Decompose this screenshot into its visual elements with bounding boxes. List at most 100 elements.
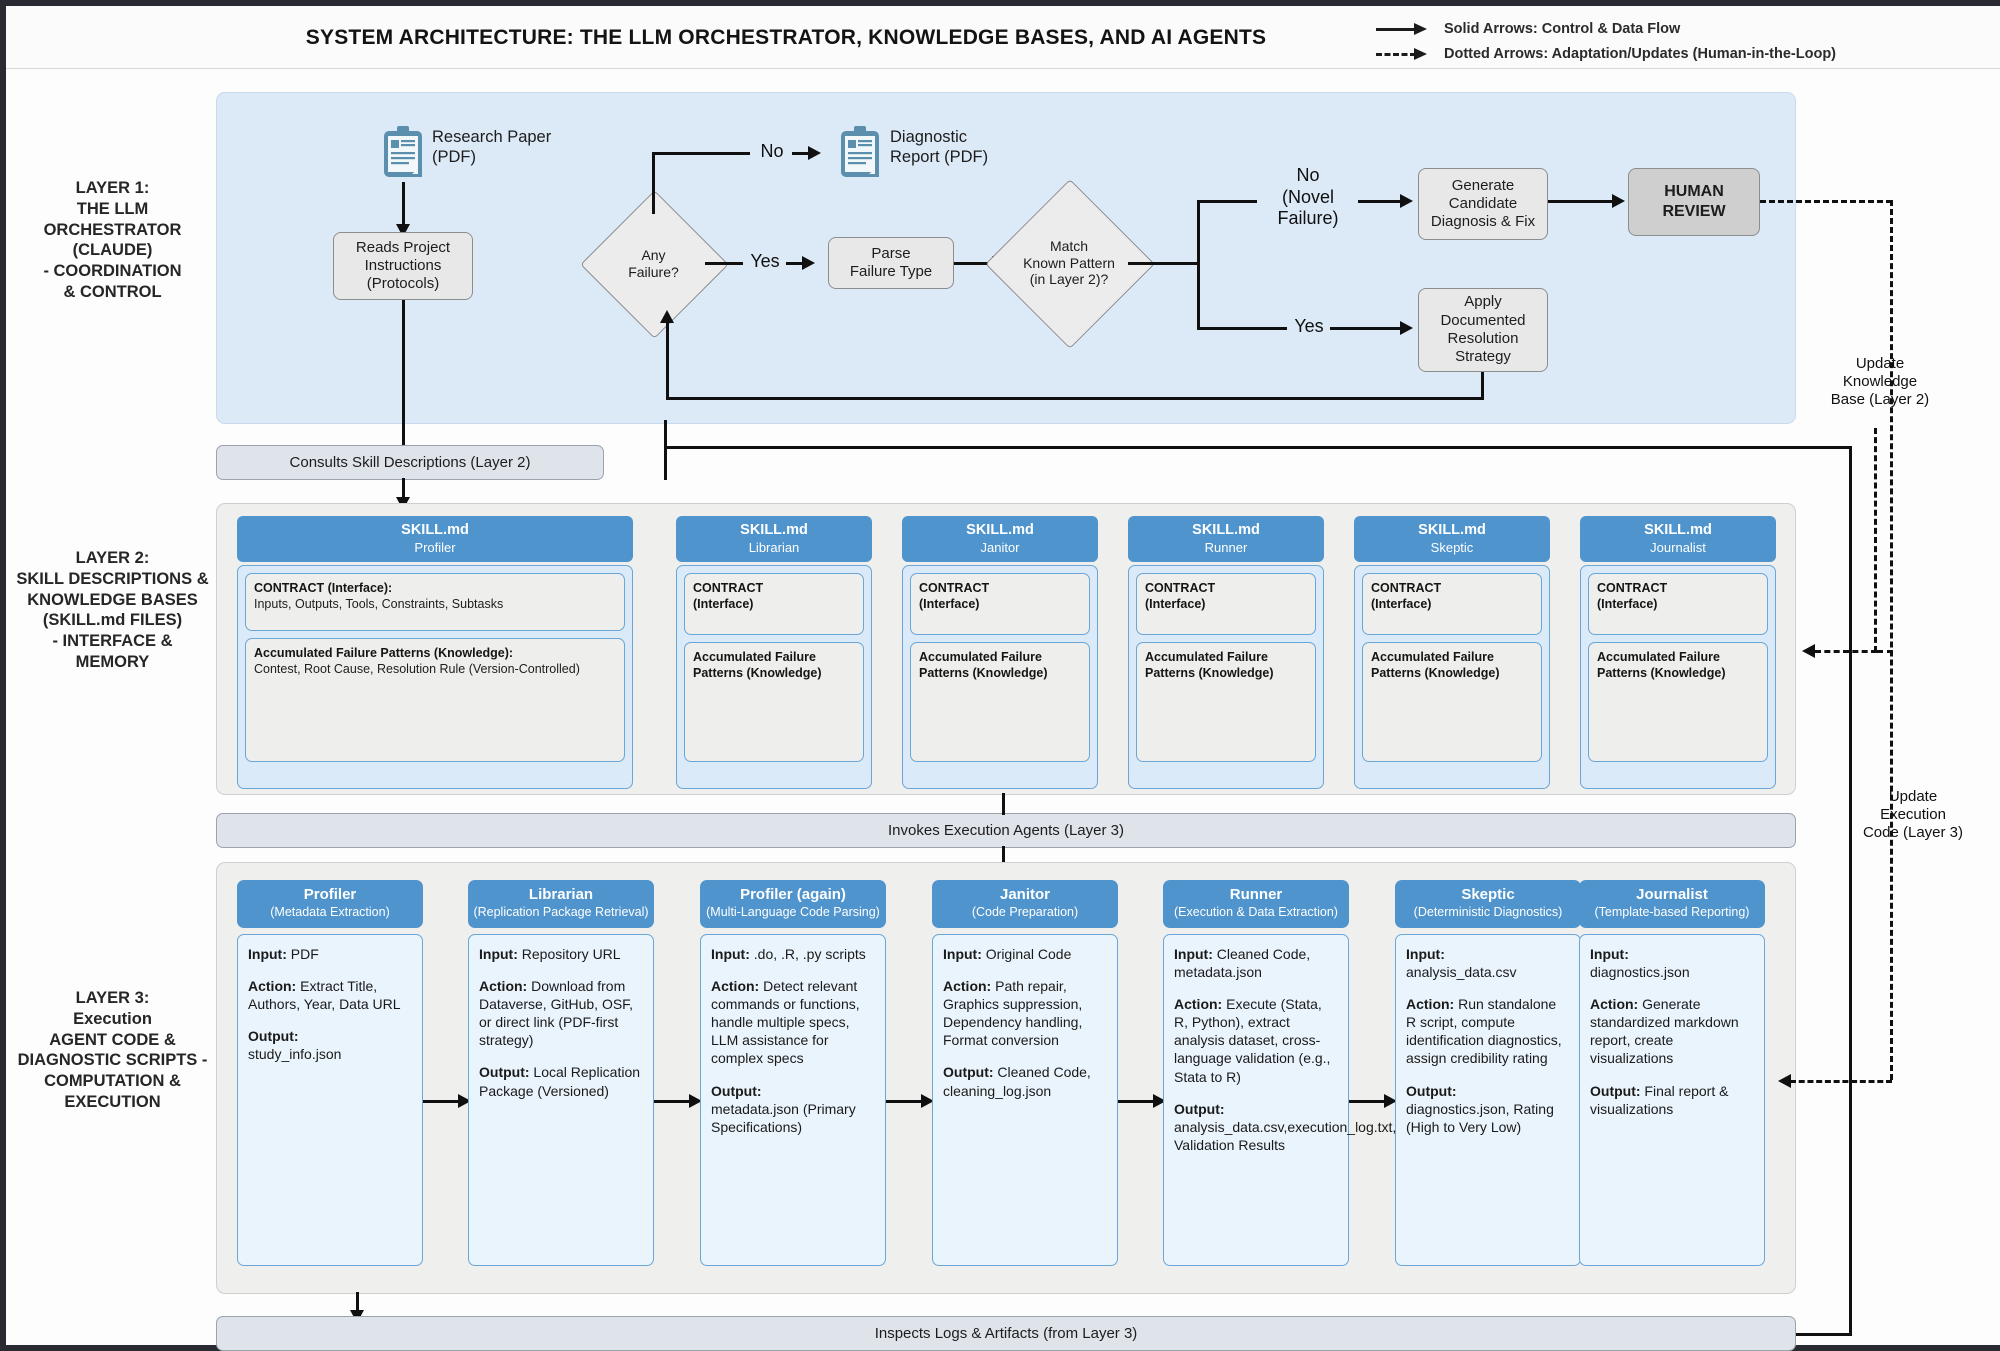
edge-a5-a6 (1349, 1100, 1387, 1103)
edge-a3-a4 (886, 1100, 924, 1103)
page-title: SYSTEM ARCHITECTURE: THE LLM ORCHESTRATO… (305, 26, 1267, 49)
edge-paper-to-reads (402, 182, 405, 227)
agent-output: Output: Local Replication Package (Versi… (479, 1064, 641, 1099)
invokes-execution-agents-bar[interactable]: Invokes Execution Agents (Layer 3) (216, 813, 1796, 848)
layer-2-label: LAYER 2:SKILL DESCRIPTIONS &KNOWLEDGE BA… (16, 549, 209, 671)
solid-arrow-icon (1376, 22, 1430, 35)
edge-label-yes: Yes (750, 251, 780, 271)
skill-contract-title: CONTRACT(Interface) (1371, 581, 1442, 611)
edge-yes2-head (1400, 321, 1413, 335)
edge-yes-head (802, 256, 815, 270)
agent-name: Librarian (528, 886, 594, 903)
edge-no-horizontal (652, 152, 750, 155)
agent-output: Output: study_info.json (248, 1028, 342, 1063)
layer-1-label: LAYER 1:THE LLM ORCHESTRATOR(CLAUDE)- CO… (43, 179, 182, 301)
edge-a2-a3 (654, 1100, 692, 1103)
edge-inspect-return-horizontal (664, 446, 1852, 449)
skill-card-journalist[interactable]: SKILL.md Journalist CONTRACT(Interface) … (1580, 516, 1776, 790)
skill-contract-title: CONTRACT(Interface) (1145, 581, 1216, 611)
skill-card-runner[interactable]: SKILL.md Runner CONTRACT(Interface) Accu… (1128, 516, 1324, 790)
agent-input: Input: Cleaned Code, metadata.json (1174, 946, 1311, 981)
edge-a2-a3-head (689, 1094, 702, 1108)
skill-knowledge-title: Accumulated Failure Patterns (Knowledge)… (254, 646, 514, 661)
agent-action: Action: Detect relevant commands or func… (711, 978, 860, 1067)
edge-inspect-return-up (664, 420, 667, 480)
agent-output: Output: Cleaned Code, cleaning_log.json (943, 1064, 1091, 1099)
loop-apply-down (1481, 372, 1484, 400)
edge-novel-head (1400, 194, 1413, 208)
skill-file-label: SKILL.md (1192, 522, 1260, 538)
agent-input: Input: .do, .R, .py scripts (711, 946, 866, 963)
agent-input: Input: PDF (248, 946, 319, 963)
skill-contract-section: CONTRACT(Interface) (1362, 573, 1542, 636)
agent-card-journalist[interactable]: Journalist (Template-based Reporting) In… (1579, 880, 1765, 1267)
agent-card-runner[interactable]: Runner (Execution & Data Extraction) Inp… (1163, 880, 1396, 1267)
skill-file-label: SKILL.md (401, 522, 469, 538)
skill-card-skeptic[interactable]: SKILL.md Skeptic CONTRACT(Interface) Acc… (1354, 516, 1550, 790)
skill-contract-section: CONTRACT(Interface) (1136, 573, 1316, 636)
agent-card-body: Input: Original Code Action: Path repair… (932, 934, 1118, 1267)
agent-card-profiler-again[interactable]: Profiler (again) (Multi-Language Code Pa… (700, 880, 886, 1267)
agent-output: Output: metadata.json (Primary Specifica… (711, 1082, 856, 1135)
edge-generate-to-human-head (1612, 194, 1625, 208)
agent-card-header: Janitor (Code Preparation) (932, 880, 1118, 929)
edge-inspect-return-vertical (1849, 446, 1852, 1336)
skill-card-header: SKILL.md Journalist (1580, 516, 1776, 563)
legend-label-dotted: Dotted Arrows: Adaptation/Updates (Human… (1444, 45, 1837, 62)
skill-card-name: Janitor (980, 539, 1020, 555)
consults-skill-descriptions-bar[interactable]: Consults Skill Descriptions (Layer 2) (216, 445, 604, 480)
agent-card-header: Profiler (Metadata Extraction) (237, 880, 423, 929)
inspects-logs-artifacts-bar[interactable]: Inspects Logs & Artifacts (from Layer 3) (216, 1316, 1796, 1351)
agent-card-body: Input: Cleaned Code, metadata.json Actio… (1163, 934, 1396, 1267)
edge-yes2-horizontal2 (1330, 327, 1402, 330)
dotted-update-kb-join (1877, 650, 1893, 653)
skill-card-header: SKILL.md Librarian (676, 516, 872, 563)
agent-card-janitor[interactable]: Janitor (Code Preparation) Input: Origin… (932, 880, 1118, 1267)
skill-file-label: SKILL.md (740, 522, 808, 538)
skill-contract-section: CONTRACT (Interface): Inputs, Outputs, T… (245, 573, 625, 632)
edge-invokes-down (1002, 846, 1005, 868)
dotted-arrow-icon (1376, 47, 1430, 60)
edge-a1-a2 (423, 1100, 461, 1103)
skill-card-name: Profiler (414, 539, 456, 555)
skill-card-header: SKILL.md Janitor (902, 516, 1098, 563)
agent-card-header: Profiler (again) (Multi-Language Code Pa… (700, 880, 886, 929)
agent-output: Output: diagnostics.json, Rating (High t… (1406, 1082, 1554, 1135)
edge-label-yes2: Yes (1294, 316, 1324, 336)
dotted-human-review-out (1760, 200, 1892, 203)
agent-output: Output: Final report & visualizations (1590, 1082, 1729, 1117)
agent-card-librarian[interactable]: Librarian (Replication Package Retrieval… (468, 880, 654, 1267)
agent-input: Input: analysis_data.csv (1406, 946, 1517, 981)
skill-contract-title: CONTRACT(Interface) (1597, 581, 1668, 611)
skill-card-profiler[interactable]: SKILL.md Profiler CONTRACT (Interface): … (237, 516, 633, 790)
edge-inspect-return-bottom (1795, 1333, 1852, 1336)
skill-card-librarian[interactable]: SKILL.md Librarian CONTRACT(Interface) A… (676, 516, 872, 790)
edge-parse-to-match (954, 262, 994, 265)
agent-card-profiler[interactable]: Profiler (Metadata Extraction) Input: PD… (237, 880, 423, 1267)
agent-input: Input: Original Code (943, 946, 1072, 963)
edge-a3-a4-head (921, 1094, 934, 1108)
edge-generate-to-human (1548, 200, 1618, 203)
agent-subtitle: (Code Preparation) (971, 905, 1079, 920)
skill-contract-section: CONTRACT(Interface) (1588, 573, 1768, 636)
skill-card-janitor[interactable]: SKILL.md Janitor CONTRACT(Interface) Acc… (902, 516, 1098, 790)
agent-subtitle: (Replication Package Retrieval) (473, 905, 649, 920)
agent-card-header: Runner (Execution & Data Extraction) (1163, 880, 1349, 929)
research-paper-icon (384, 126, 422, 177)
edge-layer3-to-inspects (356, 1292, 359, 1314)
agent-card-skeptic[interactable]: Skeptic (Deterministic Diagnostics) Inpu… (1395, 880, 1581, 1267)
skill-knowledge-body: Contest, Root Cause, Resolution Rule (Ve… (254, 661, 580, 676)
